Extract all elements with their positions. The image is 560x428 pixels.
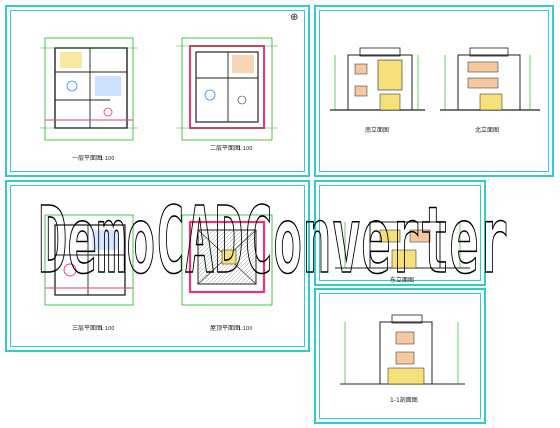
- elevation-north: [440, 47, 540, 111]
- north-arrow-icon: ⊕: [290, 12, 298, 23]
- sheet-top-left: [5, 5, 310, 177]
- plan-2-scale: 1:100: [238, 146, 252, 152]
- sheet-mid-left: [5, 180, 310, 352]
- roof-plan-scale: 1:100: [238, 326, 252, 332]
- plan-2-title: 二层平面图: [210, 145, 240, 152]
- section-1-1: [340, 314, 465, 385]
- elevation-north-title: 北立面图: [475, 126, 499, 134]
- elevation-east-title: 东立面图: [390, 276, 414, 284]
- floor-plan-2: [176, 37, 278, 141]
- plan-3-scale: 1:100: [100, 326, 114, 332]
- plan-3-title: 三层平面图: [72, 325, 102, 332]
- elevation-south: [330, 47, 425, 111]
- elevation-south-title: 南立面图: [365, 126, 389, 134]
- plan-1-scale: 1:100: [100, 156, 114, 162]
- sheet-top-right: [314, 5, 554, 177]
- floor-plan-1: [40, 37, 138, 141]
- plan-1-title: 一层平面图: [72, 155, 102, 162]
- roof-plan-title: 屋顶平面图: [210, 325, 240, 332]
- section-1-1-title: 1-1剖面图: [390, 396, 418, 404]
- roof-plan: [181, 214, 273, 306]
- floor-plan-3: [44, 214, 134, 306]
- elevation-east: [335, 221, 470, 269]
